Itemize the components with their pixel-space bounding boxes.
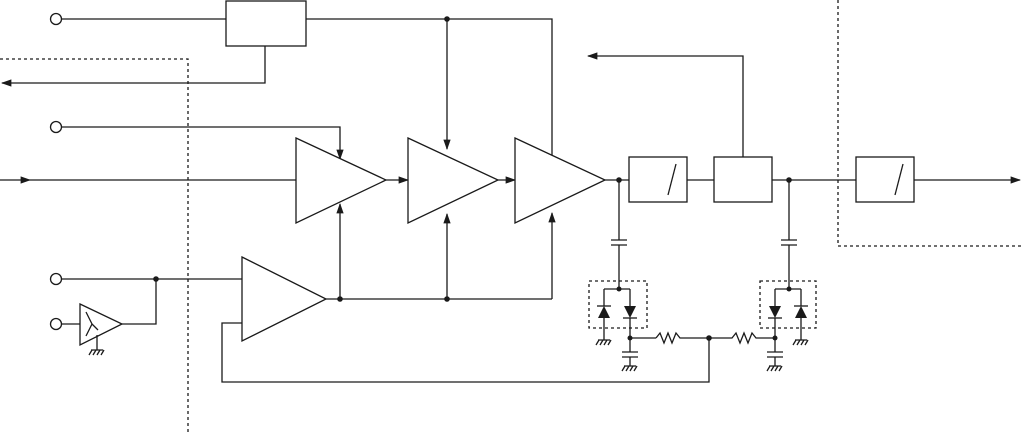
resistor-2 [709,333,775,343]
diode-icon [597,306,611,318]
ground-icon [767,366,782,371]
amplifier-stage-2 [408,138,498,223]
buffer-amplifier [80,304,122,345]
terminal-top [51,14,62,25]
diode-icon [794,306,808,318]
terminal-control [51,122,62,133]
coupling-capacitor-2 [781,240,797,245]
coupling-capacitor-1 [611,240,627,245]
amplifier-stage-1 [296,138,386,223]
ground-icon [622,366,637,371]
wire-coupler-feedback [588,56,743,157]
diode-icon [768,306,782,318]
bypass-capacitor-2 [767,338,783,366]
wire-block-left-out [2,46,265,83]
terminal-sense [51,319,62,330]
amplifier-stage-3 [515,138,605,223]
terminal-bias [51,274,62,285]
wire-buffer-out [122,279,156,324]
control-block [226,1,306,46]
bypass-capacitor-1 [622,338,638,366]
det1-wiring [604,289,630,338]
det2-wiring [775,289,801,338]
right-dashed-boundary [838,0,1022,246]
control-amplifier [242,257,326,341]
ground-icon [596,338,611,345]
filter-2 [856,157,914,202]
ground-icon [793,338,808,345]
diode-icon [623,306,637,318]
left-dashed-boundary [0,59,188,434]
resistor-1 [656,333,709,343]
coupler-block [714,157,772,202]
filter-1 [629,157,687,202]
